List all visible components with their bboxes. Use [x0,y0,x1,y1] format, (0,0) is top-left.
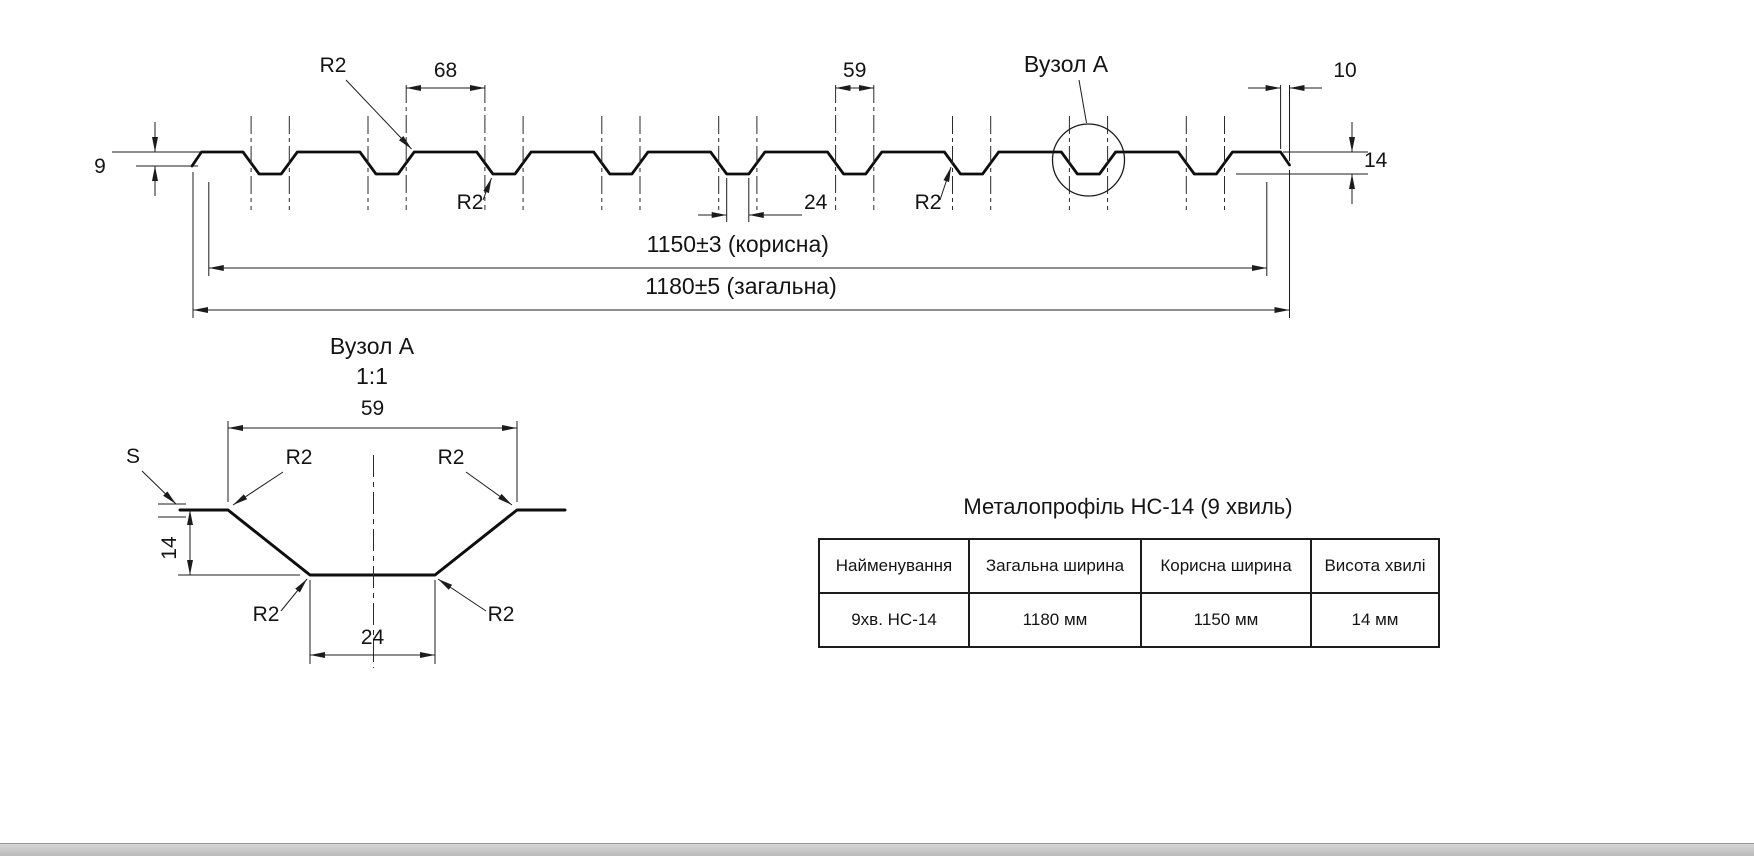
r2-label: R2 [286,446,313,469]
spec-cell-wave-height: 14 мм [1310,592,1440,648]
dim-useful-width-label: 1150±3 (корисна) [647,231,829,257]
detail-title: Вузол А [330,333,415,359]
detail-radius-top-right: R2 [438,446,513,506]
dim-24: 24 [698,178,828,222]
radius-callout-mid-left: R2 [457,177,492,214]
detail-dim-59: 59 [227,397,518,502]
detail-dim-14: 14 [158,510,300,576]
r2-label: R2 [438,446,465,469]
detail-scale: 1:1 [356,363,388,389]
r2-label: R2 [915,191,942,214]
node-a-callout: Вузол А [1024,51,1126,197]
dim-useful-width: 1150±3 (корисна) [208,182,1268,276]
detail-radius-bottom-left: R2 [253,578,308,626]
spec-table-header-wave-height: Висота хвилі [1310,538,1440,594]
detail-dim-59-label: 59 [361,397,384,420]
spec-table-header-total-width: Загальна ширина [968,538,1142,594]
detail-s-label: S [126,445,140,468]
dim-14: 14 [1236,122,1388,204]
dim-total-width: 1180±5 (загальна) [192,170,1290,318]
radius-callout-mid-right: R2 [915,166,952,214]
spec-table-header-name: Найменування [818,538,970,594]
spec-table: Найменування Загальна ширина Корисна шир… [818,538,1440,648]
detail-dim-24-label: 24 [361,626,385,649]
r2-label: R2 [320,54,347,77]
detail-thickness-s: S [126,445,186,518]
detail-dim-24: 24 [309,580,436,664]
r2-label: R2 [253,603,280,626]
spec-table-data-row: 9хв. НС-14 1180 мм 1150 мм 14 мм [818,592,1440,648]
dim-9-label: 9 [94,155,106,178]
dim-68-label: 68 [434,59,457,82]
wave-centerlines [250,85,1225,210]
dim-10-label: 10 [1333,59,1356,82]
spec-table-title: Металопрофіль НС-14 (9 хвиль) [963,494,1293,519]
dim-68: 68 [406,59,485,91]
spec-table-header-useful-width: Корисна ширина [1140,538,1312,594]
spec-table-header-row: Найменування Загальна ширина Корисна шир… [818,538,1440,594]
dim-24-label: 24 [804,191,828,214]
dim-59-label: 59 [843,59,866,82]
detail-radius-bottom-right: R2 [437,578,515,626]
dim-10: 10 [1248,59,1357,161]
detail-view-node-a: Вузол А 1:1 59 S R2 R2 R2 [126,333,567,668]
detail-radius-top-left: R2 [232,446,313,506]
spec-cell-name: 9хв. НС-14 [818,592,970,648]
radius-callout-top-left: R2 [320,54,412,150]
r2-label: R2 [488,603,515,626]
dim-total-width-label: 1180±5 (загальна) [645,273,837,299]
r2-label: R2 [457,191,484,214]
dim-9: 9 [94,122,200,196]
node-a-callout-label: Вузол А [1024,51,1109,77]
dim-14-label: 14 [1364,149,1388,172]
dim-59: 59 [835,59,874,91]
spec-cell-total-width: 1180 мм [968,592,1142,648]
detail-dim-14-label: 14 [158,536,181,560]
window-bottom-edge [0,843,1754,856]
spec-cell-useful-width: 1150 мм [1140,592,1312,648]
